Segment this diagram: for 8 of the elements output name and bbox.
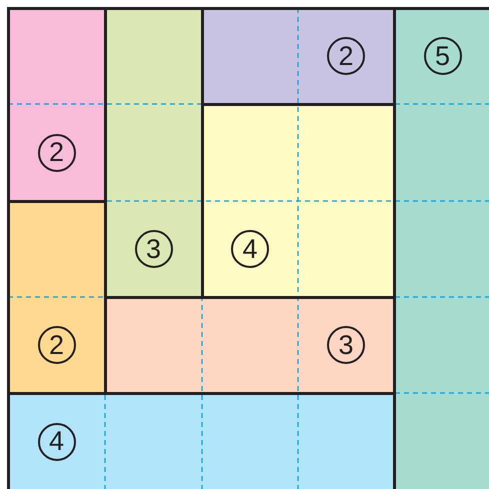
circled-number: 2 (38, 134, 76, 172)
circled-number: 5 (424, 37, 462, 75)
circled-number: 2 (327, 37, 365, 75)
circled-number: 4 (38, 422, 76, 460)
circled-number: 3 (134, 230, 172, 268)
circled-number: 2 (38, 326, 76, 364)
circled-number: 4 (231, 230, 269, 268)
circled-number: 3 (327, 326, 365, 364)
